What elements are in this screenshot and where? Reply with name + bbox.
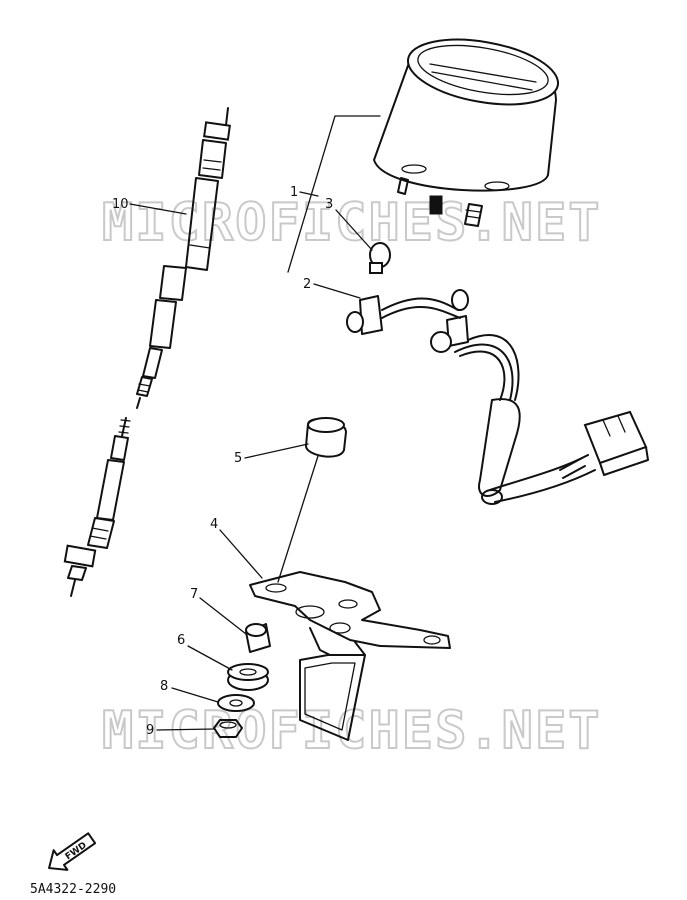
callout-8: 8 bbox=[160, 679, 219, 703]
svg-text:5: 5 bbox=[234, 451, 242, 466]
callouts: 1 3 2 10 5 4 7 6 bbox=[112, 185, 373, 738]
callout-9: 9 bbox=[146, 723, 215, 738]
svg-text:1: 1 bbox=[290, 185, 298, 200]
callout-10: 10 bbox=[112, 197, 187, 215]
callout-5: 5 bbox=[234, 443, 309, 466]
svg-text:4: 4 bbox=[210, 517, 218, 532]
svg-text:8: 8 bbox=[160, 679, 168, 694]
damper bbox=[227, 663, 269, 691]
fwd-arrow-icon: FWD bbox=[48, 832, 97, 871]
washer bbox=[217, 694, 255, 712]
watermark-bottom: MICROFICHES.NET bbox=[102, 701, 602, 761]
callout-2: 2 bbox=[303, 277, 361, 299]
svg-text:2: 2 bbox=[303, 277, 311, 292]
callout-1: 1 bbox=[290, 185, 319, 200]
svg-text:9: 9 bbox=[146, 723, 154, 738]
callout-3: 3 bbox=[325, 197, 373, 251]
wiring-harness bbox=[346, 289, 649, 505]
bulb bbox=[369, 242, 391, 274]
grommet bbox=[305, 417, 347, 458]
meter-bracket bbox=[249, 571, 451, 741]
callout-4: 4 bbox=[210, 517, 263, 579]
svg-text:7: 7 bbox=[190, 587, 198, 602]
speedometer-cable bbox=[63, 107, 231, 597]
svg-text:10: 10 bbox=[112, 197, 129, 212]
watermark-top: MICROFICHES.NET bbox=[102, 193, 602, 253]
fwd-label: FWD bbox=[64, 841, 89, 863]
callout-7: 7 bbox=[190, 587, 247, 635]
collar bbox=[245, 623, 271, 653]
nut bbox=[213, 719, 243, 738]
svg-text:3: 3 bbox=[325, 197, 333, 212]
callout-6: 6 bbox=[177, 633, 233, 671]
diagram-code: 5A4322-2290 bbox=[30, 882, 116, 897]
meter-assembly bbox=[373, 38, 560, 227]
svg-text:6: 6 bbox=[177, 633, 185, 648]
leader-5-plate bbox=[277, 455, 319, 583]
